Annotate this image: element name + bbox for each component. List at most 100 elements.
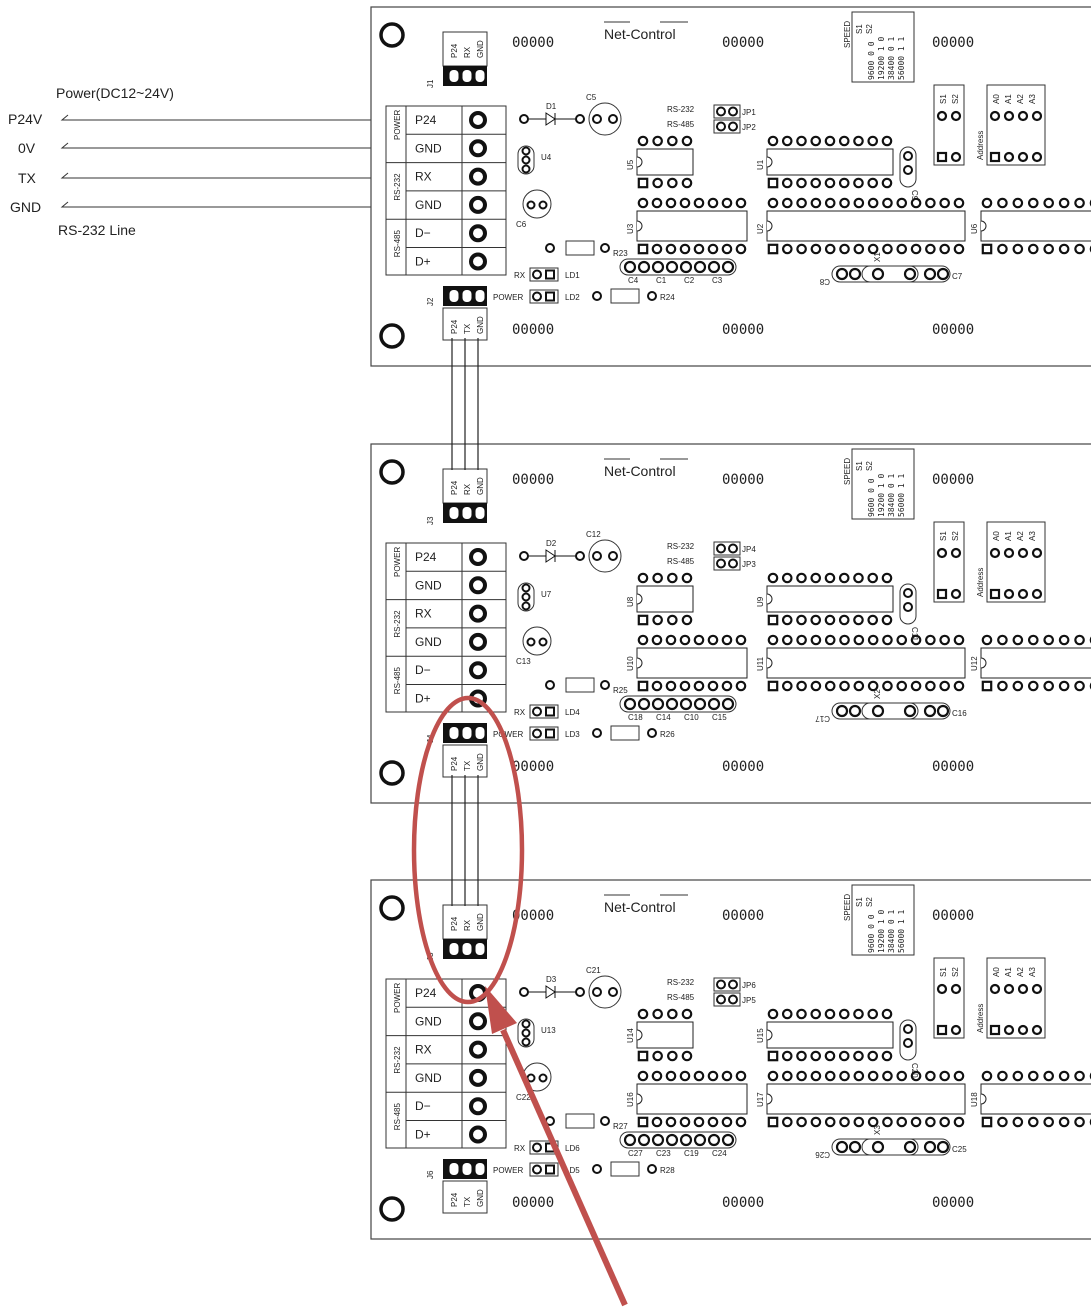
jumper-pin	[728, 979, 738, 990]
jumper-ref: JP2	[742, 123, 756, 132]
ic-mid-top-pad	[881, 572, 893, 584]
connector-out-ref: J2	[426, 297, 435, 306]
connector-out-pin-label: TX	[463, 1196, 472, 1207]
address-pins-pad	[1017, 547, 1029, 559]
ic-c-bottom-pad	[1027, 680, 1039, 692]
crystal-cap2-pads-pad	[923, 267, 937, 281]
terminal-label: GND	[415, 635, 442, 649]
cap-big-pad	[592, 987, 602, 997]
jumper-ref: JP1	[742, 108, 756, 117]
mounting-hole	[379, 323, 405, 349]
speed-table-row: 9600 0 0	[867, 478, 876, 517]
ic-mid-notch	[766, 156, 773, 168]
crystal-cap1-pads-pad	[835, 704, 849, 718]
ic-mid-top-pad	[796, 572, 807, 584]
address-pin-label: A1	[1004, 967, 1013, 977]
address-pins-pad	[1003, 983, 1015, 995]
pin-header: 00000	[512, 322, 554, 338]
ic-a-top-pad	[679, 1070, 691, 1082]
ic-a-bottom-pad	[637, 680, 649, 692]
ic-a-bottom-pad	[707, 680, 719, 692]
annotation-arrowhead	[485, 986, 517, 1034]
led-pin	[545, 269, 555, 280]
ic-b-bottom-pad	[824, 243, 836, 255]
ic-mid-body	[766, 148, 894, 176]
ic-b-top-pad	[810, 197, 822, 209]
ic-a-bottom-pad	[651, 1116, 663, 1128]
ic-small-body	[636, 1021, 694, 1049]
ic-c-top-pad	[1074, 197, 1085, 209]
ic-small-top-pad	[667, 135, 678, 147]
address-pin-label: A0	[992, 531, 1001, 541]
connector-out-pin	[449, 290, 459, 302]
diode-pad	[575, 987, 585, 997]
crystal-cap1-ref: C26	[815, 1150, 830, 1159]
speed-table-row: 56000 1 1	[897, 909, 906, 953]
ic-b-bottom-pad	[796, 680, 807, 692]
led-pin	[532, 706, 542, 717]
ic-a-label: U3	[626, 223, 635, 234]
ic-mid-top-pad	[767, 572, 779, 584]
jumper-pin	[716, 121, 726, 132]
power-caption: Power(DC12~24V)	[56, 85, 174, 101]
terminal-label: GND	[415, 1014, 442, 1028]
board-title: Net-Control	[604, 463, 676, 479]
address-switch	[986, 521, 1046, 603]
speed-table-header: S1	[855, 897, 864, 907]
led-label-power: POWER	[493, 293, 523, 302]
switch-pins-pad	[936, 110, 948, 122]
ic-mid-top-pad	[781, 572, 793, 584]
jumper-pin	[716, 558, 726, 569]
switch-pins-bottom-pad	[950, 151, 962, 163]
address-pins-bottom-pad	[989, 588, 1001, 600]
crystal-ref: X1	[873, 252, 882, 262]
ic-a-body	[636, 647, 748, 679]
switch-label: S1	[939, 967, 948, 977]
cap-reg	[522, 626, 552, 656]
ic-a-notch	[636, 657, 643, 669]
regulator-pin	[521, 1019, 531, 1029]
ic-a-bottom-pad	[693, 1116, 705, 1128]
speed-table-title: SPEED	[843, 458, 852, 485]
resistor-ref: R23	[613, 249, 628, 258]
switch-pins-pad	[936, 547, 948, 559]
speed-table-header: S2	[865, 461, 874, 471]
ic-mid-bottom-pad	[867, 1050, 879, 1062]
terminal-group-label: RS-232	[393, 173, 402, 201]
ic-b-top-pad	[953, 197, 965, 209]
terminal-screw	[469, 661, 487, 680]
mounting-hole	[379, 760, 405, 786]
cap-reg	[522, 189, 552, 219]
ic-b-bottom-pad	[782, 680, 793, 692]
ic-mid-bottom-pad	[767, 614, 779, 626]
ic-mid-label: U1	[756, 159, 765, 170]
ic-b-top-pad	[910, 1070, 922, 1082]
terminal-screw	[469, 167, 487, 186]
address-pins-bottom-pad	[989, 1024, 1001, 1036]
ic-b-bottom-pad	[767, 1116, 779, 1128]
ic-b-top-pad	[796, 197, 807, 209]
cap-strip-pads-pad	[693, 1133, 707, 1147]
led-pin	[532, 1142, 542, 1153]
ic-b-top-pad	[925, 634, 936, 646]
resistor2-body	[610, 1161, 640, 1177]
crystal-pad	[871, 267, 885, 281]
crystal-cap1-pads-pad	[848, 1140, 862, 1154]
ic-small-label: U14	[626, 1028, 635, 1043]
crystal-cap2-pads-pad	[936, 267, 950, 281]
ic-b-top-pad	[782, 197, 793, 209]
ic-a-label: U16	[626, 1092, 635, 1107]
address-pin-label: A3	[1028, 967, 1037, 977]
ic-c-body	[980, 1083, 1091, 1115]
led-label-rx: RX	[514, 708, 526, 717]
speed-table-header: S1	[855, 24, 864, 34]
diode-ref: D1	[546, 102, 557, 111]
ic-c-bottom-pad	[1074, 243, 1085, 255]
ic-mid-top-pad	[796, 135, 807, 147]
cap-side-pad	[903, 1024, 913, 1034]
ic-a-bottom-pad	[651, 680, 663, 692]
connector-in-pin-label: GND	[476, 913, 485, 931]
ic-c-top-pad	[1012, 197, 1024, 209]
switch-pins-pad	[950, 110, 962, 122]
